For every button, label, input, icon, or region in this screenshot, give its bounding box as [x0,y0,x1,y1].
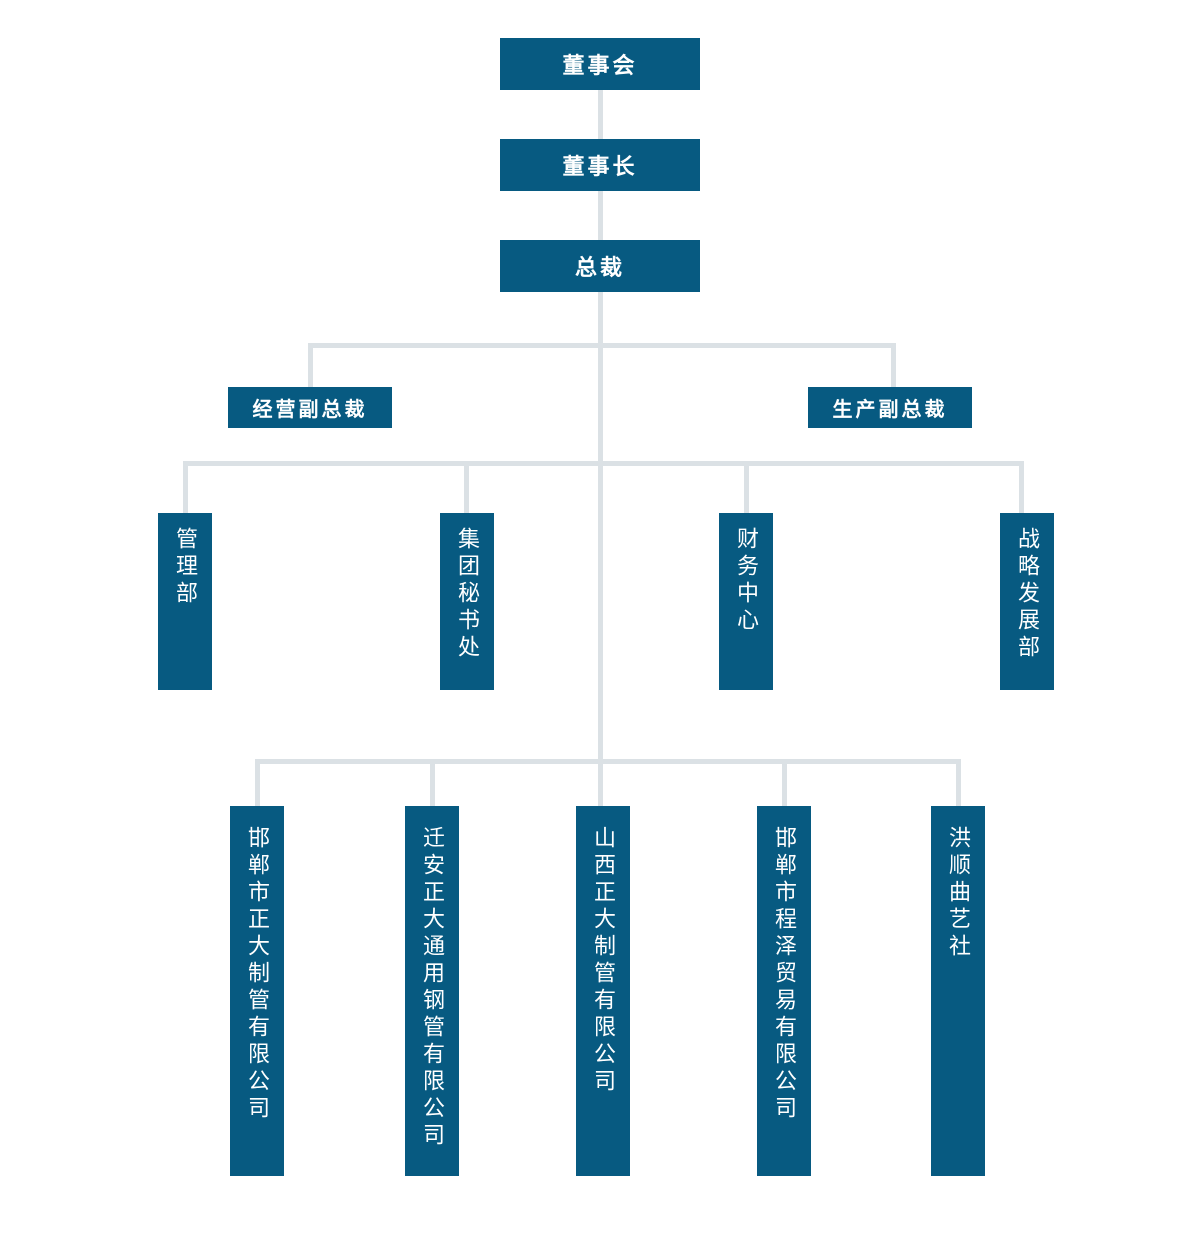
connector-line [308,343,896,348]
connector-line [956,759,961,806]
connector-line [782,759,787,806]
connector-line [744,461,749,513]
node-label: 董事长 [562,154,638,179]
connector-line [598,292,603,806]
org-node-chairman: 董事长 [500,139,700,191]
node-label: 总裁 [574,255,625,280]
org-node-vp-operations: 经营副总裁 [228,387,392,428]
node-label: 集团秘书处 [455,527,480,662]
connector-line [598,90,603,139]
connector-line [598,191,603,240]
node-label: 邯郸市程泽贸易有限公司 [772,826,797,1123]
connector-line [183,461,188,513]
connector-line [255,759,961,764]
connector-line [183,461,1024,466]
org-node-subsidiary-handan-zhengda-pipe: 邯郸市正大制管有限公司 [230,806,284,1176]
node-label: 财务中心 [734,527,759,635]
node-label: 邯郸市正大制管有限公司 [245,826,270,1123]
org-node-subsidiary-qianan-zhengda-steel-pipe: 迁安正大通用钢管有限公司 [405,806,459,1176]
connector-line [255,759,260,806]
org-node-dept-finance-center: 财务中心 [719,513,773,690]
org-node-dept-group-secretariat: 集团秘书处 [440,513,494,690]
connector-line [1019,461,1024,513]
org-node-subsidiary-hongshun-quyi-society: 洪顺曲艺社 [931,806,985,1176]
org-node-dept-management: 管理部 [158,513,212,690]
connector-line [891,343,896,387]
node-label: 生产副总裁 [832,399,948,421]
org-node-president: 总裁 [500,240,700,292]
node-label: 管理部 [173,527,198,608]
connector-line [464,461,469,513]
connector-line [308,343,313,387]
node-label: 洪顺曲艺社 [946,826,971,961]
org-node-vp-production: 生产副总裁 [808,387,972,428]
org-node-subsidiary-handan-chengze-trading: 邯郸市程泽贸易有限公司 [757,806,811,1176]
connector-line [430,759,435,806]
node-label: 董事会 [562,53,638,78]
org-node-dept-strategy-development: 战略发展部 [1000,513,1054,690]
node-label: 经营副总裁 [252,399,368,421]
node-label: 山西正大制管有限公司 [591,826,616,1096]
org-node-board: 董事会 [500,38,700,90]
org-node-subsidiary-shanxi-zhengda-pipe: 山西正大制管有限公司 [576,806,630,1176]
node-label: 迁安正大通用钢管有限公司 [420,826,445,1150]
node-label: 战略发展部 [1015,527,1040,662]
